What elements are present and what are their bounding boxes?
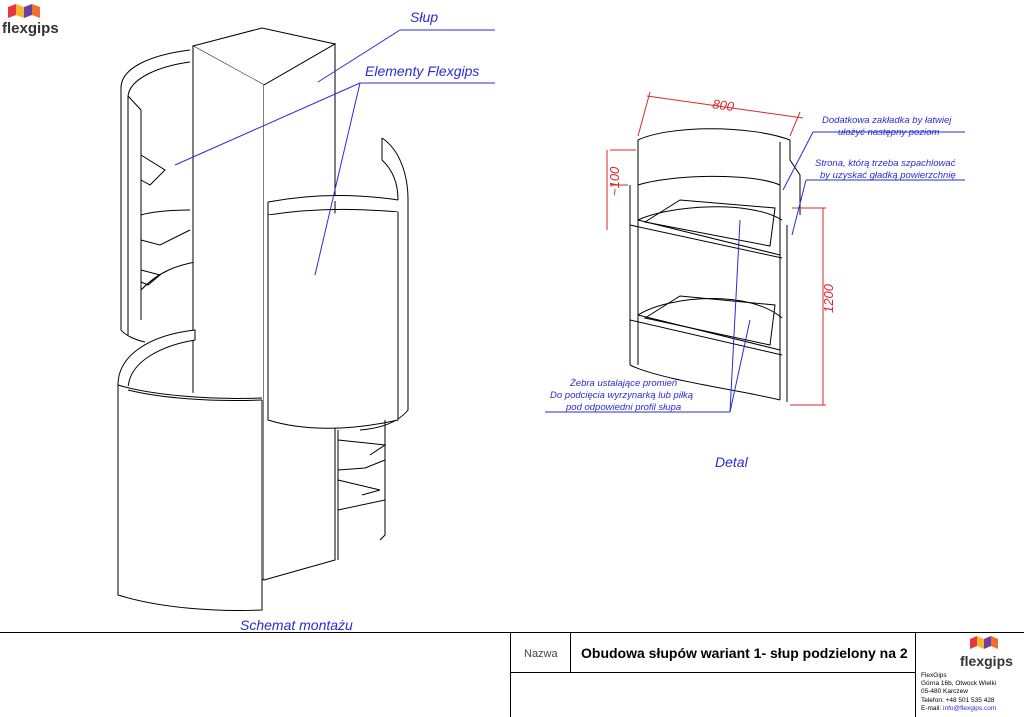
label-zakladka-1: Dodatkowa zakładka by łatwiej — [822, 115, 952, 126]
label-detal: Detal — [715, 454, 749, 470]
dimension-lines — [606, 91, 826, 406]
dimension-800: 800 — [711, 96, 735, 114]
assembly-schematic — [117, 27, 409, 611]
annotation-leaders-left — [174, 29, 495, 276]
company-address-2: 05-480 Karczew — [921, 688, 968, 696]
label-slup: Słup — [410, 9, 438, 25]
dimension-100: ~100 — [607, 166, 622, 196]
logo-text-bottom: flexgips — [960, 653, 1013, 669]
label-zebra-2: Do podcięcia wyrzynarką lub piłką — [550, 390, 693, 401]
title-block-top-border — [0, 632, 1024, 633]
label-schemat-montazu: Schemat montażu — [240, 617, 353, 632]
assembly-drawing: flexgips — [2, 4, 965, 632]
company-phone: Telefon: +48 501 535 428 — [921, 696, 995, 704]
flexgips-logo-bottom: flexgips — [960, 636, 1013, 669]
drawing-title: Obudowa słupów wariant 1- słup podzielon… — [581, 645, 908, 661]
logo-text-top: flexgips — [2, 20, 59, 37]
label-zebra-1: Żebra ustalające promień — [569, 378, 677, 389]
label-strona-1: Strona, którą trzeba szpachlować — [815, 158, 956, 169]
company-info: FlexGips Górna 16b, Otwock Wielki 05-480… — [921, 672, 996, 713]
company-email-label: E-mail: — [921, 704, 944, 712]
label-elementy-flexgips: Elementy Flexgips — [365, 63, 479, 79]
label-zakladka-2: ułożyć następny poziom — [838, 127, 939, 138]
label-strona-2: by uzyskać gładką powierzchnię — [820, 170, 956, 181]
annotation-leaders-right — [545, 131, 965, 413]
company-email-link[interactable]: info@flexgips.com — [943, 704, 997, 712]
detail-drawing — [629, 128, 801, 402]
dimension-1200: 1200 — [821, 283, 836, 313]
company-address-1: Górna 16b, Otwock Wielki — [921, 680, 997, 688]
title-block-divider-1 — [510, 632, 511, 717]
title-field-label: Nazwa — [524, 648, 558, 660]
company-email-row: E-mail: info@flexgips.com — [921, 705, 996, 713]
company-name: FlexGips — [921, 672, 947, 679]
title-block — [0, 632, 1024, 717]
label-zebra-3: pod odpowiedni profil słupa — [565, 402, 681, 413]
title-block-row-line — [510, 672, 915, 673]
title-block-divider-3 — [915, 632, 916, 717]
title-block-divider-2 — [570, 632, 571, 672]
flexgips-logo-top: flexgips — [2, 4, 59, 37]
